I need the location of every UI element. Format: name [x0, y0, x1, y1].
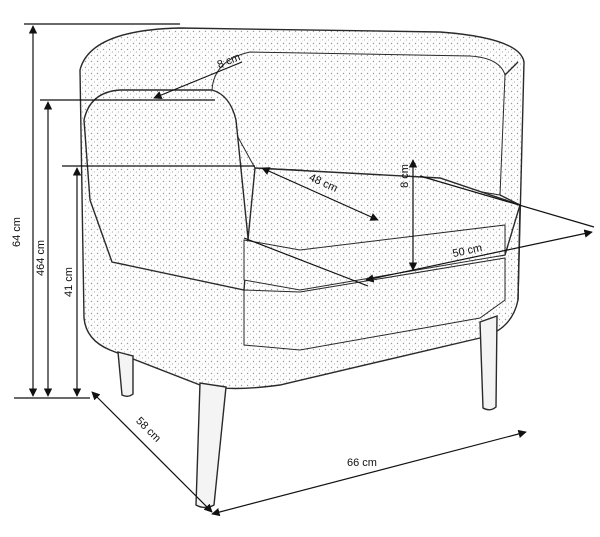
chair-leg-front-left [195, 382, 227, 509]
chair-leg-back-left [117, 351, 134, 397]
total-height-label: 64 cm [11, 217, 23, 247]
seat-width-guide-left [243, 237, 369, 287]
depth-label: 58 cm [133, 415, 163, 445]
seat-height-label: 41 cm [63, 267, 75, 297]
width-label: 66 cm [347, 457, 377, 469]
chair-leg-right [479, 315, 498, 411]
chair-left-arm [83, 89, 249, 291]
depth-line [91, 391, 213, 513]
seat-width-line [365, 229, 593, 283]
arm-width-line [153, 61, 243, 100]
cushion-thickness-label: 8 cm [399, 164, 411, 188]
chair-inner-back [211, 51, 506, 196]
arm-height-label: 464 cm [35, 240, 47, 276]
seat-depth-line [261, 167, 379, 221]
seat-width-guide-right [419, 175, 595, 228]
width-line [211, 429, 527, 517]
dimension-lines [14, 23, 595, 517]
